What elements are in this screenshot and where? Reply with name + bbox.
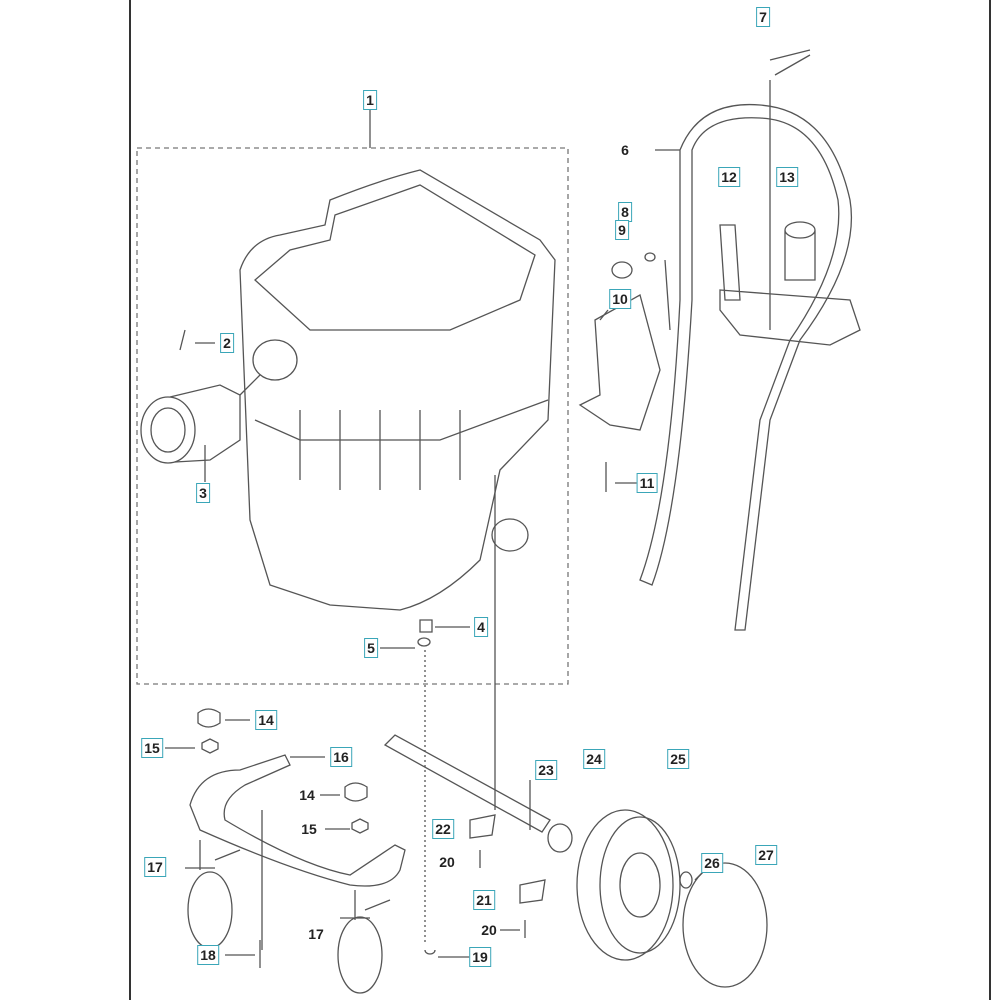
bolt-7: [655, 49, 811, 330]
callout-25: 25: [667, 749, 689, 769]
callout-20: 20: [439, 854, 455, 870]
callout-24: 24: [583, 749, 605, 769]
callout-6: 6: [621, 142, 629, 158]
callout-9: 9: [615, 220, 629, 240]
cap-and-washer: [611, 252, 671, 331]
screw-11: [599, 309, 640, 492]
callout-13: 13: [776, 167, 798, 187]
callout-26: 26: [701, 853, 723, 873]
callout-20b: 20: [481, 922, 497, 938]
callout-18: 18: [197, 945, 219, 965]
callout-2: 2: [220, 333, 234, 353]
callout-17b: 17: [308, 926, 324, 942]
callout-7: 7: [756, 7, 770, 27]
callout-3: 3: [196, 483, 210, 503]
callout-12: 12: [718, 167, 740, 187]
clips-20-22: [469, 814, 546, 938]
spacer-24: [547, 823, 573, 853]
leader: [179, 329, 261, 482]
base-frame: [165, 708, 406, 950]
push-handle: [639, 103, 861, 631]
bracket-10: [578, 294, 661, 431]
bolts-18-19: [225, 940, 470, 968]
callout-5: 5: [364, 638, 378, 658]
inlet-nozzle: [140, 384, 241, 464]
container-tub: [239, 169, 556, 611]
callout-23: 23: [535, 760, 557, 780]
callout-11: 11: [636, 473, 658, 493]
callout-14b: 14: [299, 787, 315, 803]
plug-and-washer: [380, 619, 470, 649]
callout-21: 21: [473, 890, 495, 910]
callout-17: 17: [144, 857, 166, 877]
callout-4: 4: [474, 617, 488, 637]
hubcap-27: [682, 862, 768, 988]
callout-8: 8: [618, 202, 632, 222]
callout-15b: 15: [301, 821, 317, 837]
callout-15: 15: [141, 738, 163, 758]
callout-14: 14: [255, 710, 277, 730]
callout-10: 10: [609, 289, 631, 309]
axle-23: [383, 734, 551, 833]
callout-22: 22: [432, 819, 454, 839]
assembly-1-boundary: [136, 147, 569, 685]
callout-19: 19: [469, 947, 491, 967]
callout-1: 1: [363, 90, 377, 110]
wheel-25: [576, 809, 681, 961]
caster-wheels: [185, 840, 391, 994]
callout-16: 16: [330, 747, 352, 767]
callout-27: 27: [755, 845, 777, 865]
